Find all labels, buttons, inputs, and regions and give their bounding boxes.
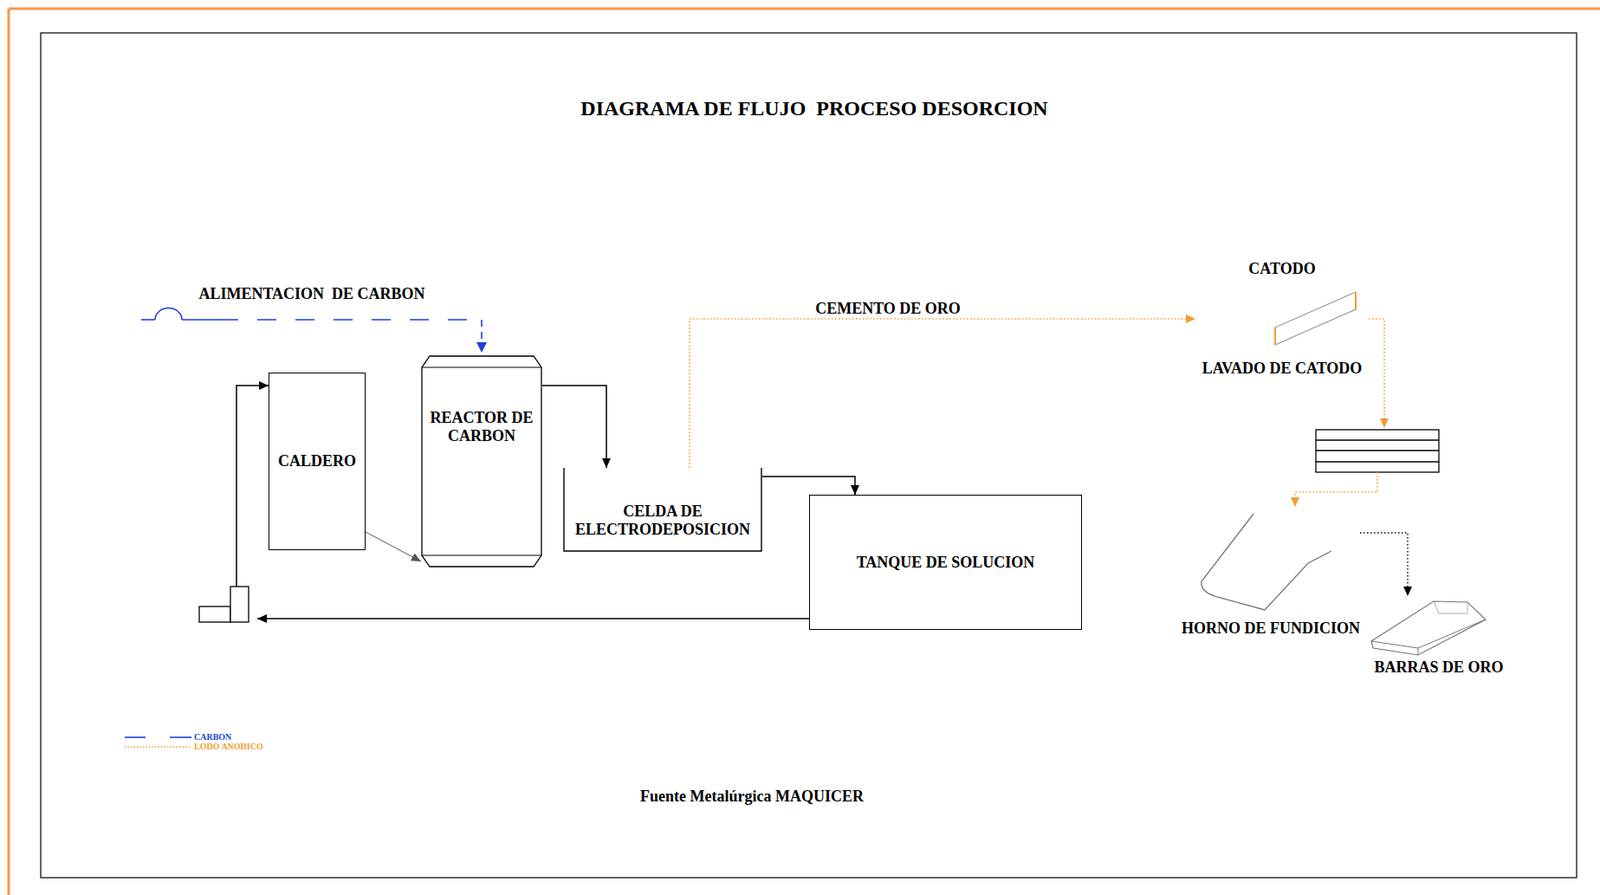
connector-line	[236, 385, 269, 587]
arrow-head	[602, 458, 611, 468]
reactor-outline	[421, 355, 543, 568]
ingot-drawing	[1369, 595, 1509, 659]
flow-connector	[365, 531, 422, 562]
solution-tank: TANQUE DE SOLUCION	[809, 494, 1082, 630]
node-label: CELDA DE ELECTRODEPOSICION	[568, 502, 758, 539]
node-label: BARRAS DE ORO	[1373, 658, 1503, 677]
node-label: CATODO	[1248, 259, 1315, 279]
flow-label: ALIMENTACION DE CARBON	[198, 285, 425, 304]
connector-line	[762, 476, 856, 495]
smelting-furnace: HORNO DE FUNDICION	[1181, 506, 1361, 638]
connector-line	[365, 531, 422, 562]
outer-frame	[7, 8, 11, 895]
connector-line	[1295, 472, 1378, 507]
arrow-head	[1185, 314, 1196, 324]
arrow-head	[257, 614, 267, 623]
arrow-head	[850, 485, 860, 495]
source-caption: Fuente Metalúrgica MAQUICER	[640, 787, 864, 806]
cathode-plate: CATODO LAVADO DE CATODO	[1195, 259, 1369, 378]
inner-frame	[40, 32, 1577, 878]
arrow-head	[259, 381, 269, 390]
connector-line	[257, 617, 810, 620]
node-label: TANQUE DE SOLUCION	[856, 553, 1036, 572]
carbon-feed-line	[141, 308, 487, 353]
outer-frame	[8, 7, 1600, 11]
carbon-reactor: REACTOR DE CARBON	[421, 355, 543, 568]
flow-connector	[689, 314, 1196, 468]
arrow-head	[410, 552, 422, 562]
legend-text: LODO ANODICO	[194, 741, 264, 752]
connector-line	[689, 318, 1196, 468]
edge-label: CEMENTO DE ORO	[815, 299, 961, 318]
node-label: CALDERO	[278, 452, 357, 471]
flow-connector	[542, 385, 611, 468]
crucible-drawing	[1184, 506, 1358, 620]
arrow-head	[1403, 586, 1413, 596]
connector-line	[542, 385, 607, 468]
diagram-title: DIAGRAMA DE FLUJO PROCESO DESORCION	[580, 97, 1048, 121]
filter-dryer	[1315, 429, 1439, 473]
gold-bar: BARRAS DE ORO	[1369, 595, 1509, 677]
node-label: HORNO DE FUNDICION	[1181, 619, 1361, 638]
boiler-box: CALDERO	[268, 372, 366, 551]
arrow-head	[1379, 418, 1389, 428]
electrowinning-cell: CELDA DE ELECTRODEPOSICION	[563, 467, 763, 552]
connector-line	[1368, 318, 1385, 428]
legend-text: CARBON	[194, 731, 232, 742]
legend-sample	[124, 737, 192, 747]
flow-connector	[1360, 532, 1413, 596]
arrow-head	[1290, 497, 1300, 507]
pump-symbol	[199, 586, 249, 622]
cathode-plate-drawing	[1195, 291, 1369, 346]
node-label: REACTOR DE CARBON	[426, 408, 538, 446]
connector-line	[1360, 532, 1408, 596]
flow-connector	[762, 476, 860, 495]
node-label: LAVADO DE CATODO	[1202, 359, 1363, 378]
flow-connector	[1290, 318, 1389, 507]
